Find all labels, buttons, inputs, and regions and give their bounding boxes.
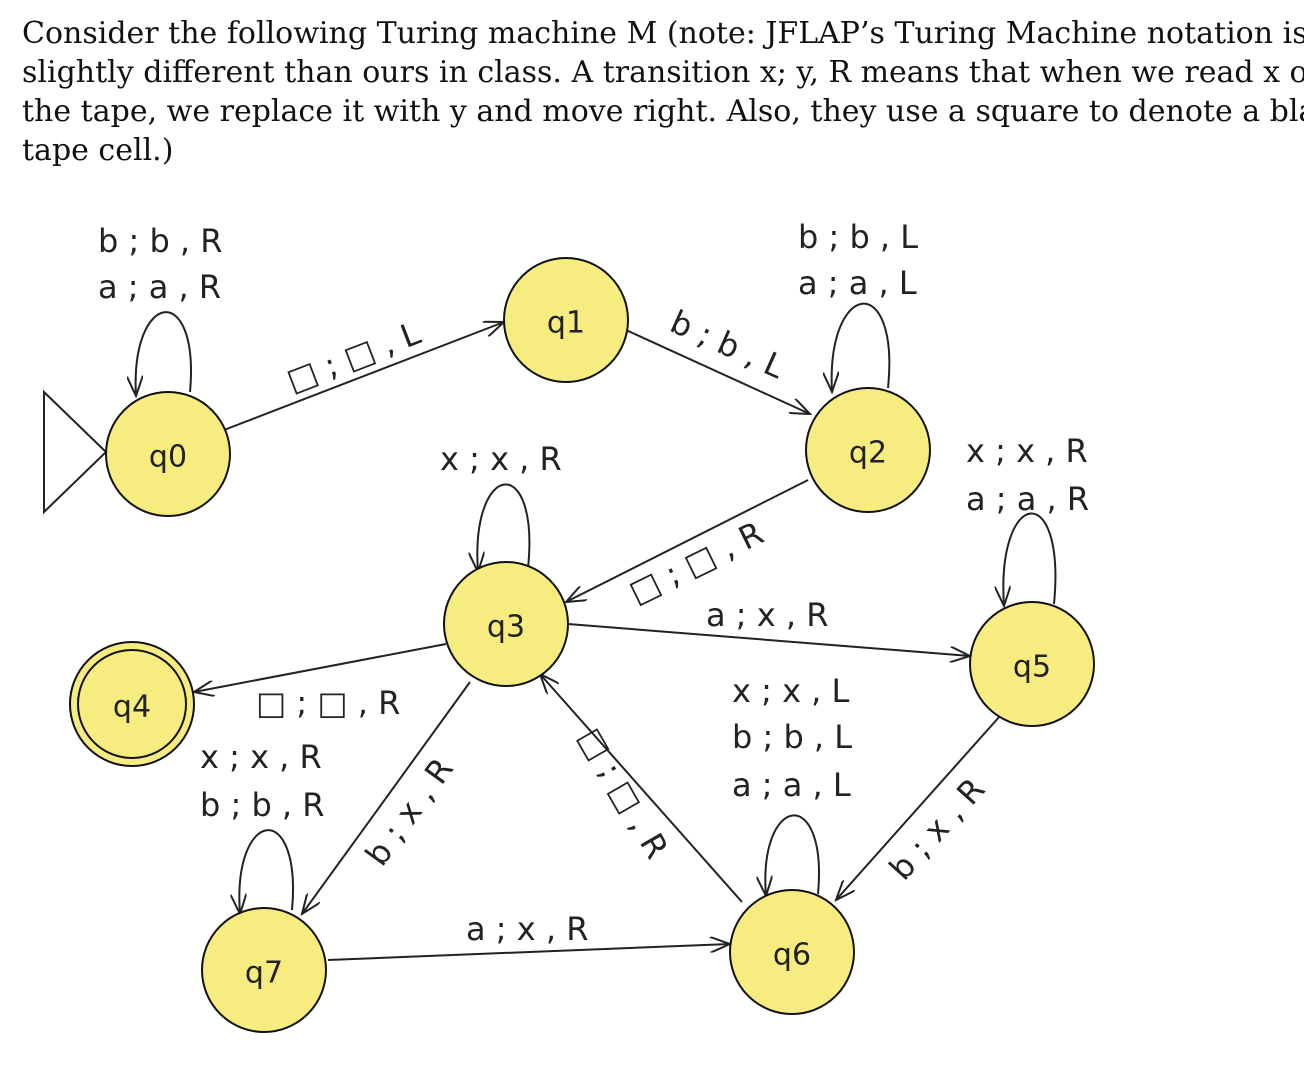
edge-q3-q4 (194, 643, 447, 692)
state-q3-label: q3 (487, 610, 525, 645)
q6-loop-label-3: a ; a , L (732, 766, 851, 804)
problem-statement: Consider the following Turing machine M … (22, 14, 1304, 170)
state-q4-accept: q4 (69, 641, 195, 767)
edge-q2-q3 (566, 479, 809, 602)
state-q3: q3 (443, 561, 569, 687)
q7-loop-label-1: x ; x , R (200, 738, 322, 776)
edge-q6-q3 (540, 674, 743, 903)
intro-line-4: tape cell.) (22, 133, 174, 168)
intro-line-1: Consider the following Turing machine M … (22, 16, 1304, 51)
q0-loop-label-2: a ; a , R (98, 268, 221, 306)
state-q5: q5 (969, 601, 1095, 727)
loop-q0 (136, 311, 192, 396)
edge-q7-q6 (327, 944, 730, 961)
q7-q6-label: a ; x , R (466, 910, 588, 948)
state-q0: q0 (105, 391, 231, 517)
start-state-marker (43, 389, 108, 515)
state-q2-label: q2 (849, 436, 887, 471)
q3-q4-label: □ ; □ , R (256, 684, 400, 722)
state-q1-label: q1 (547, 306, 585, 341)
q2-loop-label-2: a ; a , L (798, 264, 917, 302)
edge-q3-q5 (567, 623, 970, 656)
q6-loop-label-2: b ; b , L (732, 718, 852, 756)
state-q6-label: q6 (773, 938, 811, 973)
state-q0-label: q0 (149, 440, 187, 475)
loop-q3 (477, 483, 531, 572)
edge-q1-q2 (625, 329, 810, 414)
loop-q6 (765, 814, 820, 896)
q6-loop-label-1: x ; x , L (732, 672, 850, 710)
state-q1: q1 (503, 257, 629, 383)
q0-loop-label-1: b ; b , R (98, 222, 223, 260)
loop-q5 (1003, 512, 1057, 606)
state-q4-label: q4 (113, 690, 151, 725)
turing-machine-diagram: q0 q1 q2 q3 q4 q5 q6 q7 b ; b , R a ; a … (43, 218, 1095, 1033)
q3-loop-label: x ; x , R (440, 440, 562, 478)
q6-q3-label: □ ; □ , R (571, 721, 676, 865)
edge-q0-q1 (223, 322, 504, 431)
q0-q1-label: □ ; □ , L (281, 314, 425, 400)
loop-q2 (832, 302, 891, 392)
edge-q5-q6 (836, 715, 1001, 900)
state-q6: q6 (729, 889, 855, 1015)
q3-q7-label: b ; x , R (358, 751, 461, 873)
q7-loop-label-2: b ; b , R (200, 786, 325, 824)
edge-q3-q7 (302, 681, 471, 914)
state-q5-label: q5 (1013, 650, 1051, 685)
q5-loop-label-1: x ; x , R (966, 432, 1088, 470)
q3-q5-label: a ; x , R (706, 596, 828, 634)
q5-loop-label-2: a ; a , R (966, 480, 1089, 518)
state-q7: q7 (201, 907, 327, 1033)
q1-q2-label: b ; b , L (665, 303, 790, 387)
q2-loop-label-1: b ; b , L (798, 218, 918, 256)
loop-q7 (239, 829, 294, 914)
state-q2: q2 (805, 387, 931, 513)
intro-line-2: slightly different than ours in class. A… (22, 55, 1304, 90)
state-q7-label: q7 (245, 956, 283, 991)
intro-line-3: the tape, we replace it with y and move … (22, 94, 1304, 129)
